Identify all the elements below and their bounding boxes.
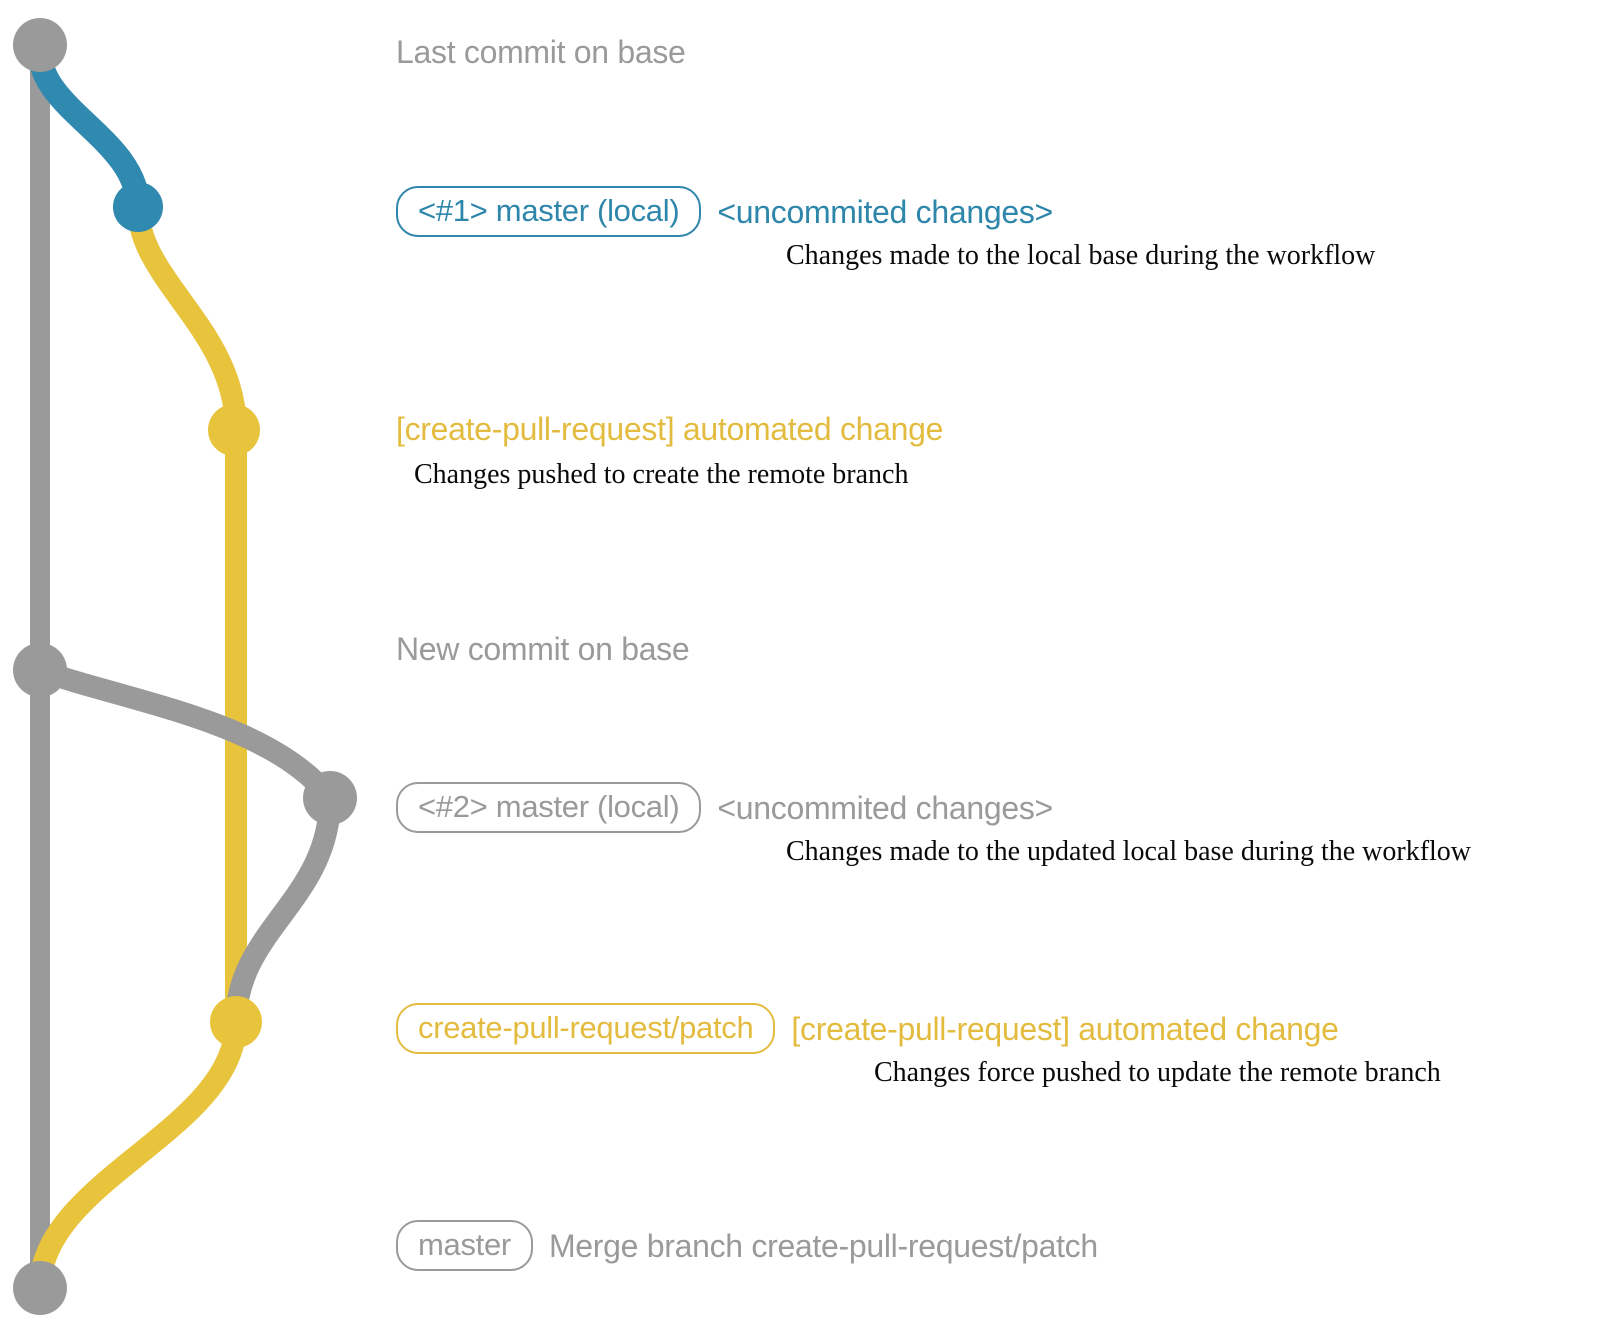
branch-label-create-pull-request-patch[interactable]: create-pull-request/patch (396, 1003, 776, 1054)
branch-line-patch-merge (29, 1011, 247, 1299)
git-graph-canvas (13, 18, 357, 1315)
entry-master-merge: master Merge branch create-pull-request/… (396, 1220, 1098, 1271)
commit-node-local-uncommited-1[interactable] (113, 182, 163, 232)
description-master-local-2: Changes made to the updated local base d… (786, 836, 1472, 867)
description-master-local-1: Changes made to the local base during th… (786, 240, 1376, 271)
commit-node-automated-change-2[interactable] (210, 996, 262, 1048)
entry-create-pull-request-patch: create-pull-request/patch [create-pull-r… (396, 1003, 1339, 1054)
commit-node-automated-change-1[interactable] (208, 404, 260, 456)
branch-line-local-change-2 (29, 659, 341, 809)
commit-subject-master-local-1: <uncommited changes> (717, 193, 1053, 230)
entry-automated-change-1: [create-pull-request] automated change (396, 413, 943, 445)
branch-label-master-local-1[interactable]: <#1> master (local) (396, 186, 702, 237)
commit-subject-master-merge: Merge branch create-pull-request/patch (548, 1227, 1098, 1264)
commit-node-base-last-commit[interactable] (13, 18, 67, 72)
branch-label-master[interactable]: master (396, 1220, 533, 1271)
commit-node-local-uncommited-2[interactable] (303, 771, 357, 825)
commit-subject-master-local-2: <uncommited changes> (717, 789, 1053, 826)
commit-node-master-merge[interactable] (13, 1261, 67, 1315)
entry-master-local-2: <#2> master (local) <uncommited changes> (396, 782, 1053, 833)
entry-last-commit-on-base: Last commit on base (396, 36, 686, 68)
description-automated-change-2: Changes force pushed to update the remot… (874, 1057, 1441, 1088)
commit-subject-automated-change-2: [create-pull-request] automated change (791, 1010, 1339, 1047)
commit-node-base-new-commit[interactable] (13, 643, 67, 697)
entry-master-local-1: <#1> master (local) <uncommited changes> (396, 186, 1053, 237)
commit-subject-new-commit-on-base: New commit on base (396, 631, 690, 667)
description-automated-change-1: Changes pushed to create the remote bran… (414, 459, 909, 490)
entry-new-commit-on-base: New commit on base (396, 631, 690, 667)
commit-subject-automated-change-1: [create-pull-request] automated change (396, 411, 944, 447)
branch-line-force-push (225, 787, 341, 1033)
commit-subject-last-commit-on-base: Last commit on base (396, 34, 686, 70)
branch-line-patch-create (127, 196, 247, 441)
branch-label-master-local-2[interactable]: <#2> master (local) (396, 782, 702, 833)
